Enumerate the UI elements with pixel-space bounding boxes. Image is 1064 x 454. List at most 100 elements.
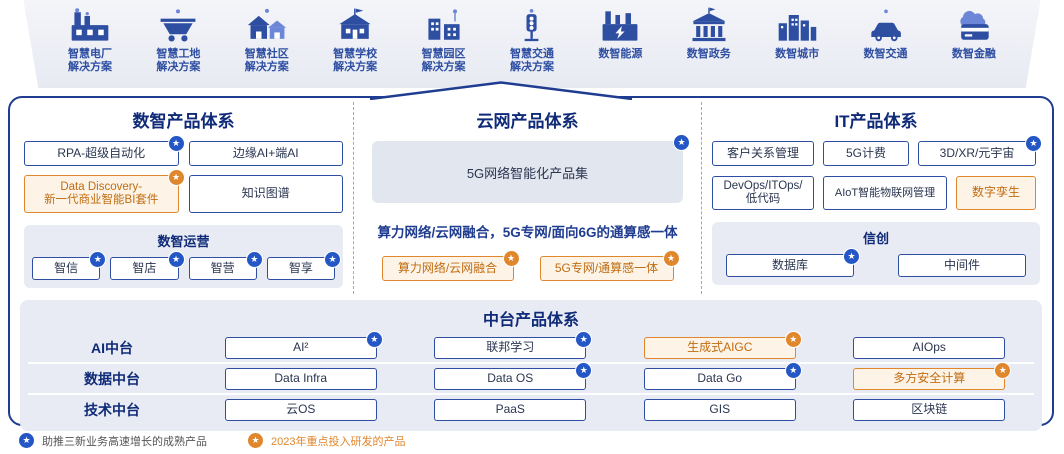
smart-school-icon: [333, 5, 377, 45]
it-product-column: IT产品体系 客户关系管理 5G计费 3D/XR/元宇宙 DevOps/ITOp…: [702, 102, 1046, 294]
mature-star-icon: [1025, 135, 1042, 152]
connector-arrow: [369, 81, 633, 100]
product-box-cloud-os: 云OS: [224, 398, 377, 421]
rd-star-icon: [167, 169, 185, 186]
mature-star-icon: [843, 248, 860, 265]
solution-label: 数智城市: [775, 48, 820, 60]
middle-row-data: 数据中台 Data Infra Data OS Data Go 多方安全计算: [28, 361, 1034, 393]
mature-star-icon: [784, 361, 802, 379]
product-box-blockchain: 区块链: [853, 398, 1006, 421]
middle-row-ai: AI中台 AI² 联邦学习 生成式AIGC AIOps: [28, 330, 1034, 362]
digital-transport-icon: [864, 5, 908, 45]
mature-star-icon: [167, 251, 185, 268]
column-title: 云网产品体系: [476, 112, 579, 131]
product-box-computing-network: 算力网络/云网融合: [381, 250, 520, 281]
cloud-caption: 算力网络/云网融合，5G专网/面向6G的通算感一体: [377, 225, 678, 240]
legend-rd2023: 2023年重点投入研发的产品: [247, 432, 405, 449]
sub-panel-title: 信创: [862, 231, 889, 246]
digital-box-grid: RPA-超级自动化 边缘AI+端AI Data Discovery- 新一代商业…: [24, 135, 343, 213]
it-box-row1: 客户关系管理 5G计费 3D/XR/元宇宙: [712, 135, 1042, 166]
rd-star-icon: [502, 250, 520, 267]
solution-label: 智慧工地解决方案: [156, 48, 201, 73]
digital-finance-icon: [952, 5, 996, 45]
smart-traffic-icon: [510, 5, 554, 45]
product-box-data-os: Data OS: [434, 361, 593, 390]
product-box-rpa: RPA-超级自动化: [24, 135, 185, 166]
rd-star-icon: [784, 330, 802, 348]
solution-item: 智慧社区解决方案: [223, 5, 311, 74]
product-box-aiops: AIOps: [853, 336, 1006, 359]
solution-label: 智慧学校解决方案: [333, 48, 378, 73]
cloud-network-column: 云网产品体系 5G网络智能化产品集 算力网络/云网融合，5G专网/面向6G的通算…: [354, 102, 702, 294]
mature-star-icon: [365, 330, 383, 348]
smart-campus-icon: [422, 5, 466, 45]
product-box-5g-billing: 5G计费: [823, 141, 909, 166]
product-box-5g-intelligence-set: 5G网络智能化产品集: [372, 134, 690, 203]
column-title: 数智产品体系: [132, 112, 235, 131]
digital-government-icon: [687, 5, 731, 45]
product-box-aiot: AIoT智能物联网管理: [823, 176, 947, 210]
product-box-middleware: 中间件: [898, 254, 1026, 277]
cloud-box-row: 算力网络/云网融合 5G专网/通算感一体: [364, 250, 691, 281]
product-box-zhiying: 智营: [188, 251, 263, 280]
solution-label: 数智政务: [686, 48, 731, 60]
product-box-knowledge-graph: 知识图谱: [188, 175, 343, 213]
product-system-panel: 数智产品体系 RPA-超级自动化 边缘AI+端AI Data Discovery…: [8, 96, 1054, 431]
mature-star-icon: [18, 432, 35, 449]
product-box-gis: GIS: [643, 398, 796, 421]
product-box-ai2: AI²: [224, 330, 383, 359]
product-box-zhidian: 智店: [110, 251, 185, 280]
product-box-data-go: Data Go: [643, 361, 802, 390]
product-box-3d-xr-metaverse: 3D/XR/元宇宙: [918, 135, 1042, 166]
solution-item: 智慧学校解决方案: [311, 5, 399, 74]
solution-label: 数智金融: [951, 48, 996, 60]
solution-label: 数智能源: [598, 48, 643, 60]
digital-product-column: 数智产品体系 RPA-超级自动化 边缘AI+端AI Data Discovery…: [16, 102, 354, 294]
smart-community-icon: [245, 5, 289, 45]
legend-mature: 助推三新业务高速增长的成熟产品: [18, 432, 207, 449]
product-box-crm: 客户关系管理: [712, 141, 814, 166]
product-box-devops: DevOps/ITOps/ 低代码: [712, 176, 814, 210]
mature-star-icon: [575, 361, 593, 379]
mature-star-icon: [324, 251, 341, 268]
digital-city-icon: [775, 5, 819, 45]
solution-item: 数智金融: [930, 5, 1018, 61]
smart-construction-icon: [156, 5, 200, 45]
digital-operation-items: 智信 智店 智营 智享: [32, 251, 341, 280]
solution-label: 智慧电厂解决方案: [68, 48, 112, 73]
product-box-data-infra: Data Infra: [224, 367, 377, 390]
product-box-data-discovery: Data Discovery- 新一代商业智能BI套件: [24, 169, 185, 213]
mature-star-icon: [575, 330, 593, 348]
sub-panel-title: 数智运营: [157, 234, 210, 249]
product-box-digital-twin: 数字孪生: [956, 176, 1036, 210]
product-box-database: 数据库: [726, 248, 860, 277]
xinchuang-panel: 信创 数据库 中间件: [712, 222, 1040, 285]
digital-energy-icon: [598, 5, 642, 45]
solution-item: 智慧交通解决方案: [488, 5, 576, 74]
column-title: IT产品体系: [834, 112, 918, 131]
legend: 助推三新业务高速增长的成熟产品 2023年重点投入研发的产品: [18, 432, 405, 449]
rd-star-icon: [994, 361, 1012, 379]
solution-item: 数智城市: [753, 5, 841, 61]
columns: 数智产品体系 RPA-超级自动化 边缘AI+端AI Data Discovery…: [10, 98, 1052, 294]
solution-item: 数智能源: [576, 5, 664, 61]
mature-star-icon: [245, 251, 263, 268]
middle-platform-panel: 中台产品体系 AI中台 AI² 联邦学习 生成式AIGC AIOps 数据中台 …: [20, 300, 1042, 431]
mature-star-icon: [89, 251, 107, 268]
smart-power-plant-icon: [68, 5, 112, 45]
middle-row-tech: 技术中台 云OS PaaS GIS 区块链: [28, 393, 1034, 424]
solution-item: 数智交通: [842, 5, 930, 61]
solutions-band: 智慧电厂解决方案 智慧工地解决方案 智慧社区解决方案 智慧学校解决方案 智慧园区: [23, 0, 1041, 88]
product-box-federated-learning: 联邦学习: [434, 330, 593, 359]
product-box-edge-ai: 边缘AI+端AI: [188, 141, 343, 166]
product-box-paas: PaaS: [434, 398, 587, 421]
middle-platform-title: 中台产品体系: [482, 312, 579, 329]
product-box-zhixin: 智信: [32, 251, 107, 280]
solution-label: 数智交通: [863, 48, 908, 60]
solution-item: 智慧园区解决方案: [400, 5, 488, 74]
it-box-row2: DevOps/ITOps/ 低代码 AIoT智能物联网管理 数字孪生: [712, 176, 1040, 210]
solution-label: 智慧社区解决方案: [244, 48, 289, 73]
product-box-5g-private-network: 5G专网/通算感一体: [539, 250, 680, 281]
mature-star-icon: [167, 135, 185, 152]
